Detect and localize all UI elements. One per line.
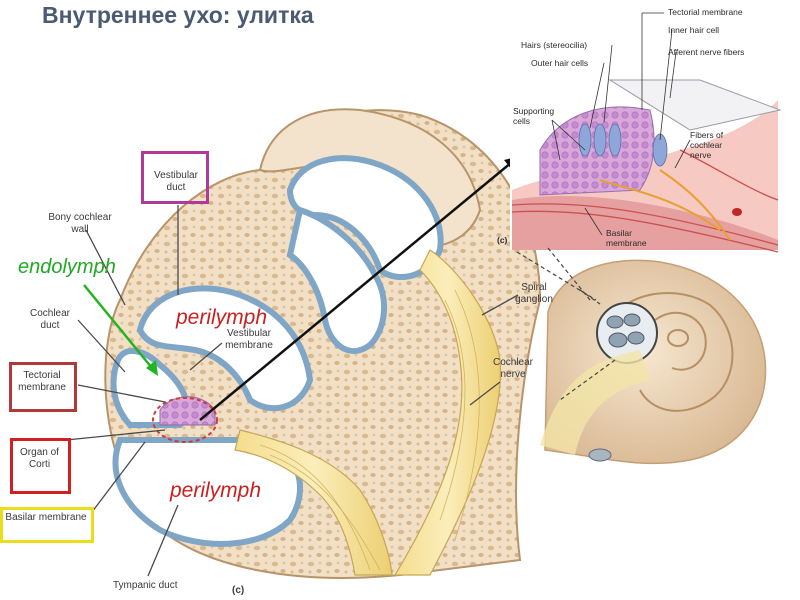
label-cochlear-duct: Cochlear duct	[29, 308, 71, 331]
label-tectorial-membrane: Tectorial membrane	[18, 370, 66, 393]
label-spiral-ganglion: Spiral ganglion	[515, 282, 553, 305]
organ-of-corti-detail	[510, 12, 782, 253]
inset-label-supporting-cells: Supporting cells	[513, 106, 555, 126]
inset-label-fibers-cochlear-nerve: Fibers of cochlear nerve	[690, 130, 724, 160]
annotation-perilymph-lower: perilymph	[170, 479, 262, 502]
organ-of-corti-box	[10, 438, 71, 494]
label-vestibular-duct: Vestibular duct	[154, 170, 198, 193]
vestibular-duct-box	[141, 151, 209, 204]
inset-label-inner-hair-cell: Inner hair cell	[668, 25, 720, 35]
label-panel-c-main: (c)	[232, 585, 245, 596]
label-organ-of-corti: Organ of Corti	[20, 447, 59, 470]
inset-label-outer-hair-cells: Outer hair cells	[531, 58, 589, 68]
slide-title: Внутреннее ухо: улитка	[42, 2, 314, 28]
annotation-perilymph-upper: perilymph	[176, 306, 268, 329]
inset-label-hairs-stereocilia: Hairs (stereocilia)	[521, 40, 588, 50]
inset-label-panel-c: (c)	[497, 235, 508, 245]
label-vestibular-membrane: Vestibular membrane	[225, 328, 273, 351]
tectorial-membrane-box	[9, 362, 77, 412]
basilar-membrane-box	[0, 507, 94, 543]
inset-label-afferent-nerve-fibers: Afferent nerve fibers	[668, 47, 745, 57]
label-cochlear-nerve: Cochlear nerve	[492, 357, 534, 380]
inset-label-basilar-membrane: Basilar membrane	[606, 228, 647, 248]
label-basilar-membrane: Basilar membrane	[5, 512, 87, 523]
label-tympanic-duct: Tympanic duct	[113, 580, 178, 591]
annotation-endolymph: endolymph	[18, 256, 116, 278]
label-bony-cochlear-wall: Bony cochlear wall	[48, 212, 112, 235]
inset-label-tectorial-membrane: Tectorial membrane	[668, 7, 743, 17]
